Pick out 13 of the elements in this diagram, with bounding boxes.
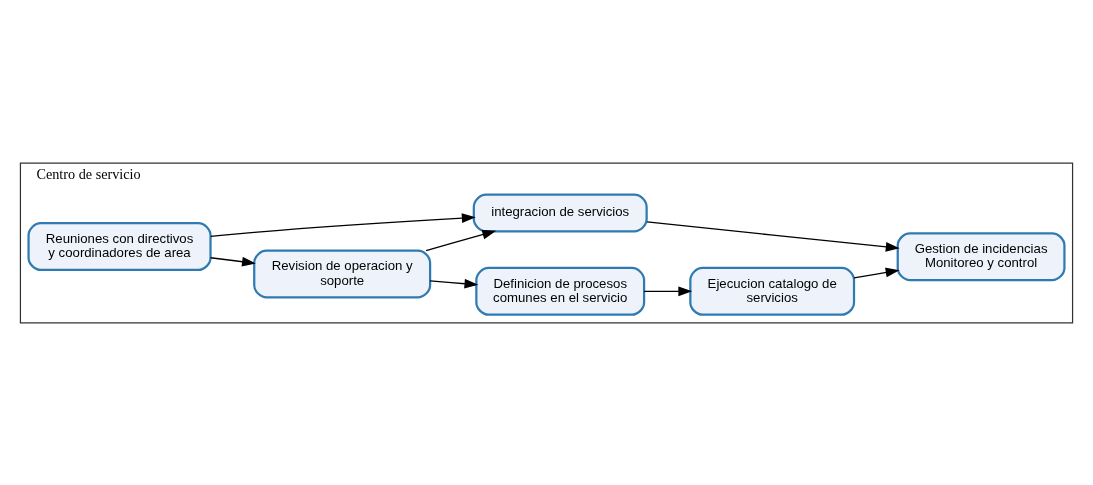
arrow	[425, 229, 497, 251]
node-box: Definicion de procesos comunes en el servicio	[475, 266, 646, 316]
arrow	[429, 278, 479, 289]
node-box: Ejecucion catalogo de servicios	[689, 266, 856, 316]
arrow	[209, 256, 256, 266]
arrow	[210, 212, 476, 237]
node-box: integracion de servicios	[472, 193, 648, 232]
node-box: Revision de operacion y soporte	[253, 249, 432, 298]
arrow	[643, 285, 693, 296]
arrow	[646, 220, 900, 252]
node-box: Reuniones con directivos y coordinadores de area	[27, 221, 212, 271]
arrow	[853, 267, 900, 278]
node-box: Gestion de incidencias Monitoreo y control	[896, 231, 1066, 281]
